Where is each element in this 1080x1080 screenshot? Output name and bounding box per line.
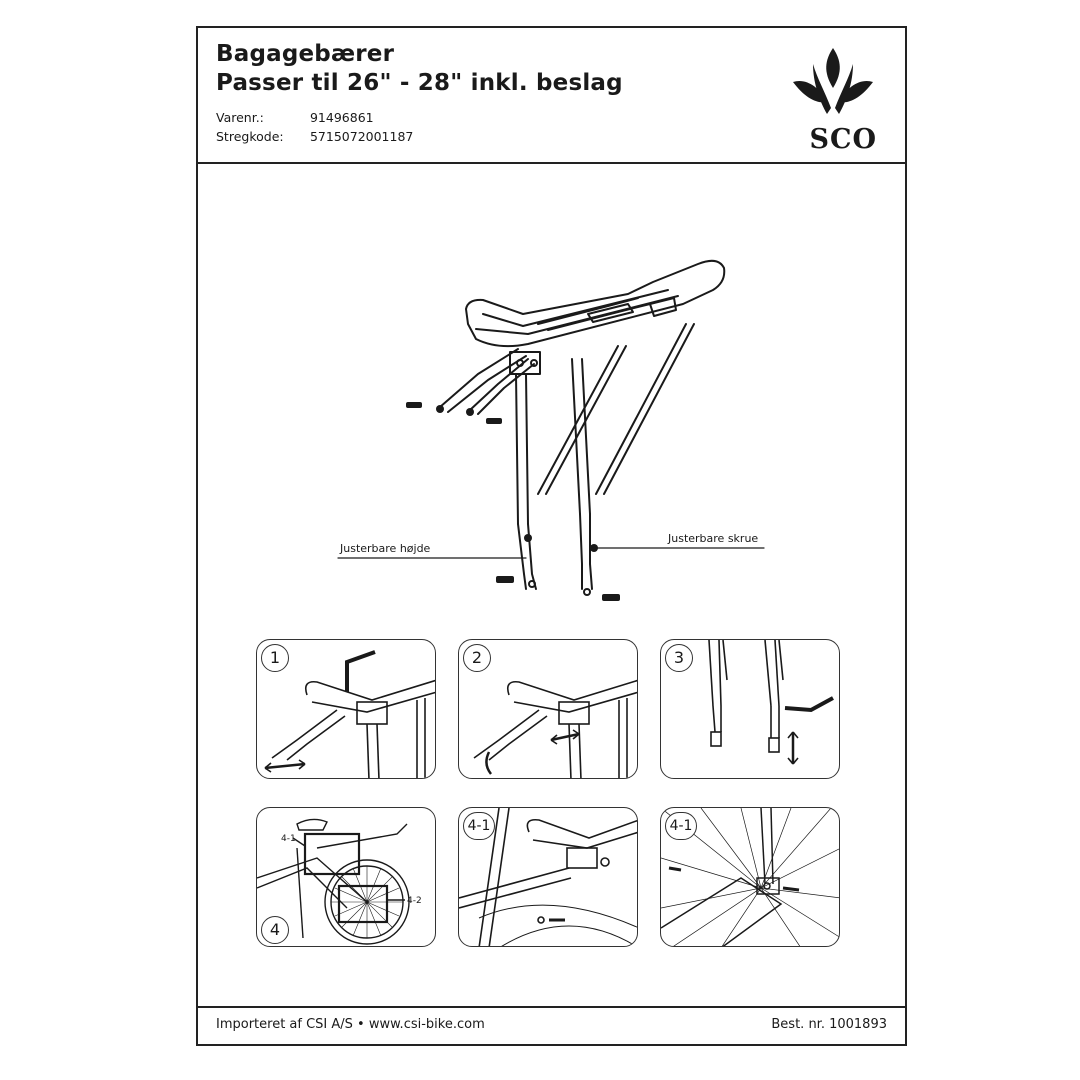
step-panel-4: 4 4-1 4-2 bbox=[256, 807, 436, 947]
sub-label-4-1: 4-1 bbox=[281, 834, 296, 844]
item-number-row: Varenr.: 91496861 bbox=[216, 110, 374, 125]
barcode-label: Stregkode: bbox=[216, 129, 284, 144]
step-1-illustration bbox=[264, 650, 435, 778]
step-4-1a-illustration bbox=[459, 808, 637, 946]
product-subtitle: Passer til 26" - 28" inkl. beslag bbox=[216, 70, 623, 96]
logo-text: SCO bbox=[809, 124, 877, 155]
step-panel-3: 3 bbox=[660, 639, 840, 779]
product-title: Bagagebærer bbox=[216, 41, 395, 67]
barcode-row: Stregkode: 5715072001187 bbox=[216, 129, 413, 144]
sco-logo-icon bbox=[793, 48, 873, 114]
main-diagram-area: Justerbare højde Justerbare skrue 1 2 bbox=[198, 164, 905, 1010]
step-panel-1: 1 bbox=[256, 639, 436, 779]
importer-info: Importeret af CSI A/S • www.csi-bike.com bbox=[216, 1017, 485, 1032]
sub-label-4-2: 4-2 bbox=[407, 896, 422, 906]
instruction-sheet: Bagagebærer Passer til 26" - 28" inkl. b… bbox=[196, 26, 907, 1046]
item-number-label: Varenr.: bbox=[216, 110, 264, 125]
step-number: 4-1 bbox=[665, 812, 697, 840]
step-3-illustration bbox=[708, 640, 834, 765]
order-number: Best. nr. 1001893 bbox=[771, 1017, 887, 1032]
step-panel-4-1a: 4-1 bbox=[458, 807, 638, 947]
barcode-value: 5715072001187 bbox=[309, 129, 414, 144]
header: Bagagebærer Passer til 26" - 28" inkl. b… bbox=[198, 28, 905, 164]
step-4-1b-illustration bbox=[661, 808, 839, 946]
step-number: 1 bbox=[261, 644, 289, 672]
step-panel-4-1b: 4-1 bbox=[660, 807, 840, 947]
callout-adjustable-screw: Justerbare skrue bbox=[668, 532, 759, 545]
step-number: 4 bbox=[261, 916, 289, 944]
footer: Importeret af CSI A/S • www.csi-bike.com… bbox=[198, 1006, 905, 1044]
rack-diagram bbox=[337, 259, 765, 601]
step-4-illustration bbox=[257, 818, 410, 945]
step-2-illustration bbox=[473, 679, 637, 778]
step-panel-2: 2 bbox=[458, 639, 638, 779]
step-number: 2 bbox=[463, 644, 491, 672]
callout-adjustable-height: Justerbare højde bbox=[340, 542, 431, 555]
step-number: 4-1 bbox=[463, 812, 495, 840]
step-number: 3 bbox=[665, 644, 693, 672]
item-number-value: 91496861 bbox=[309, 110, 374, 125]
